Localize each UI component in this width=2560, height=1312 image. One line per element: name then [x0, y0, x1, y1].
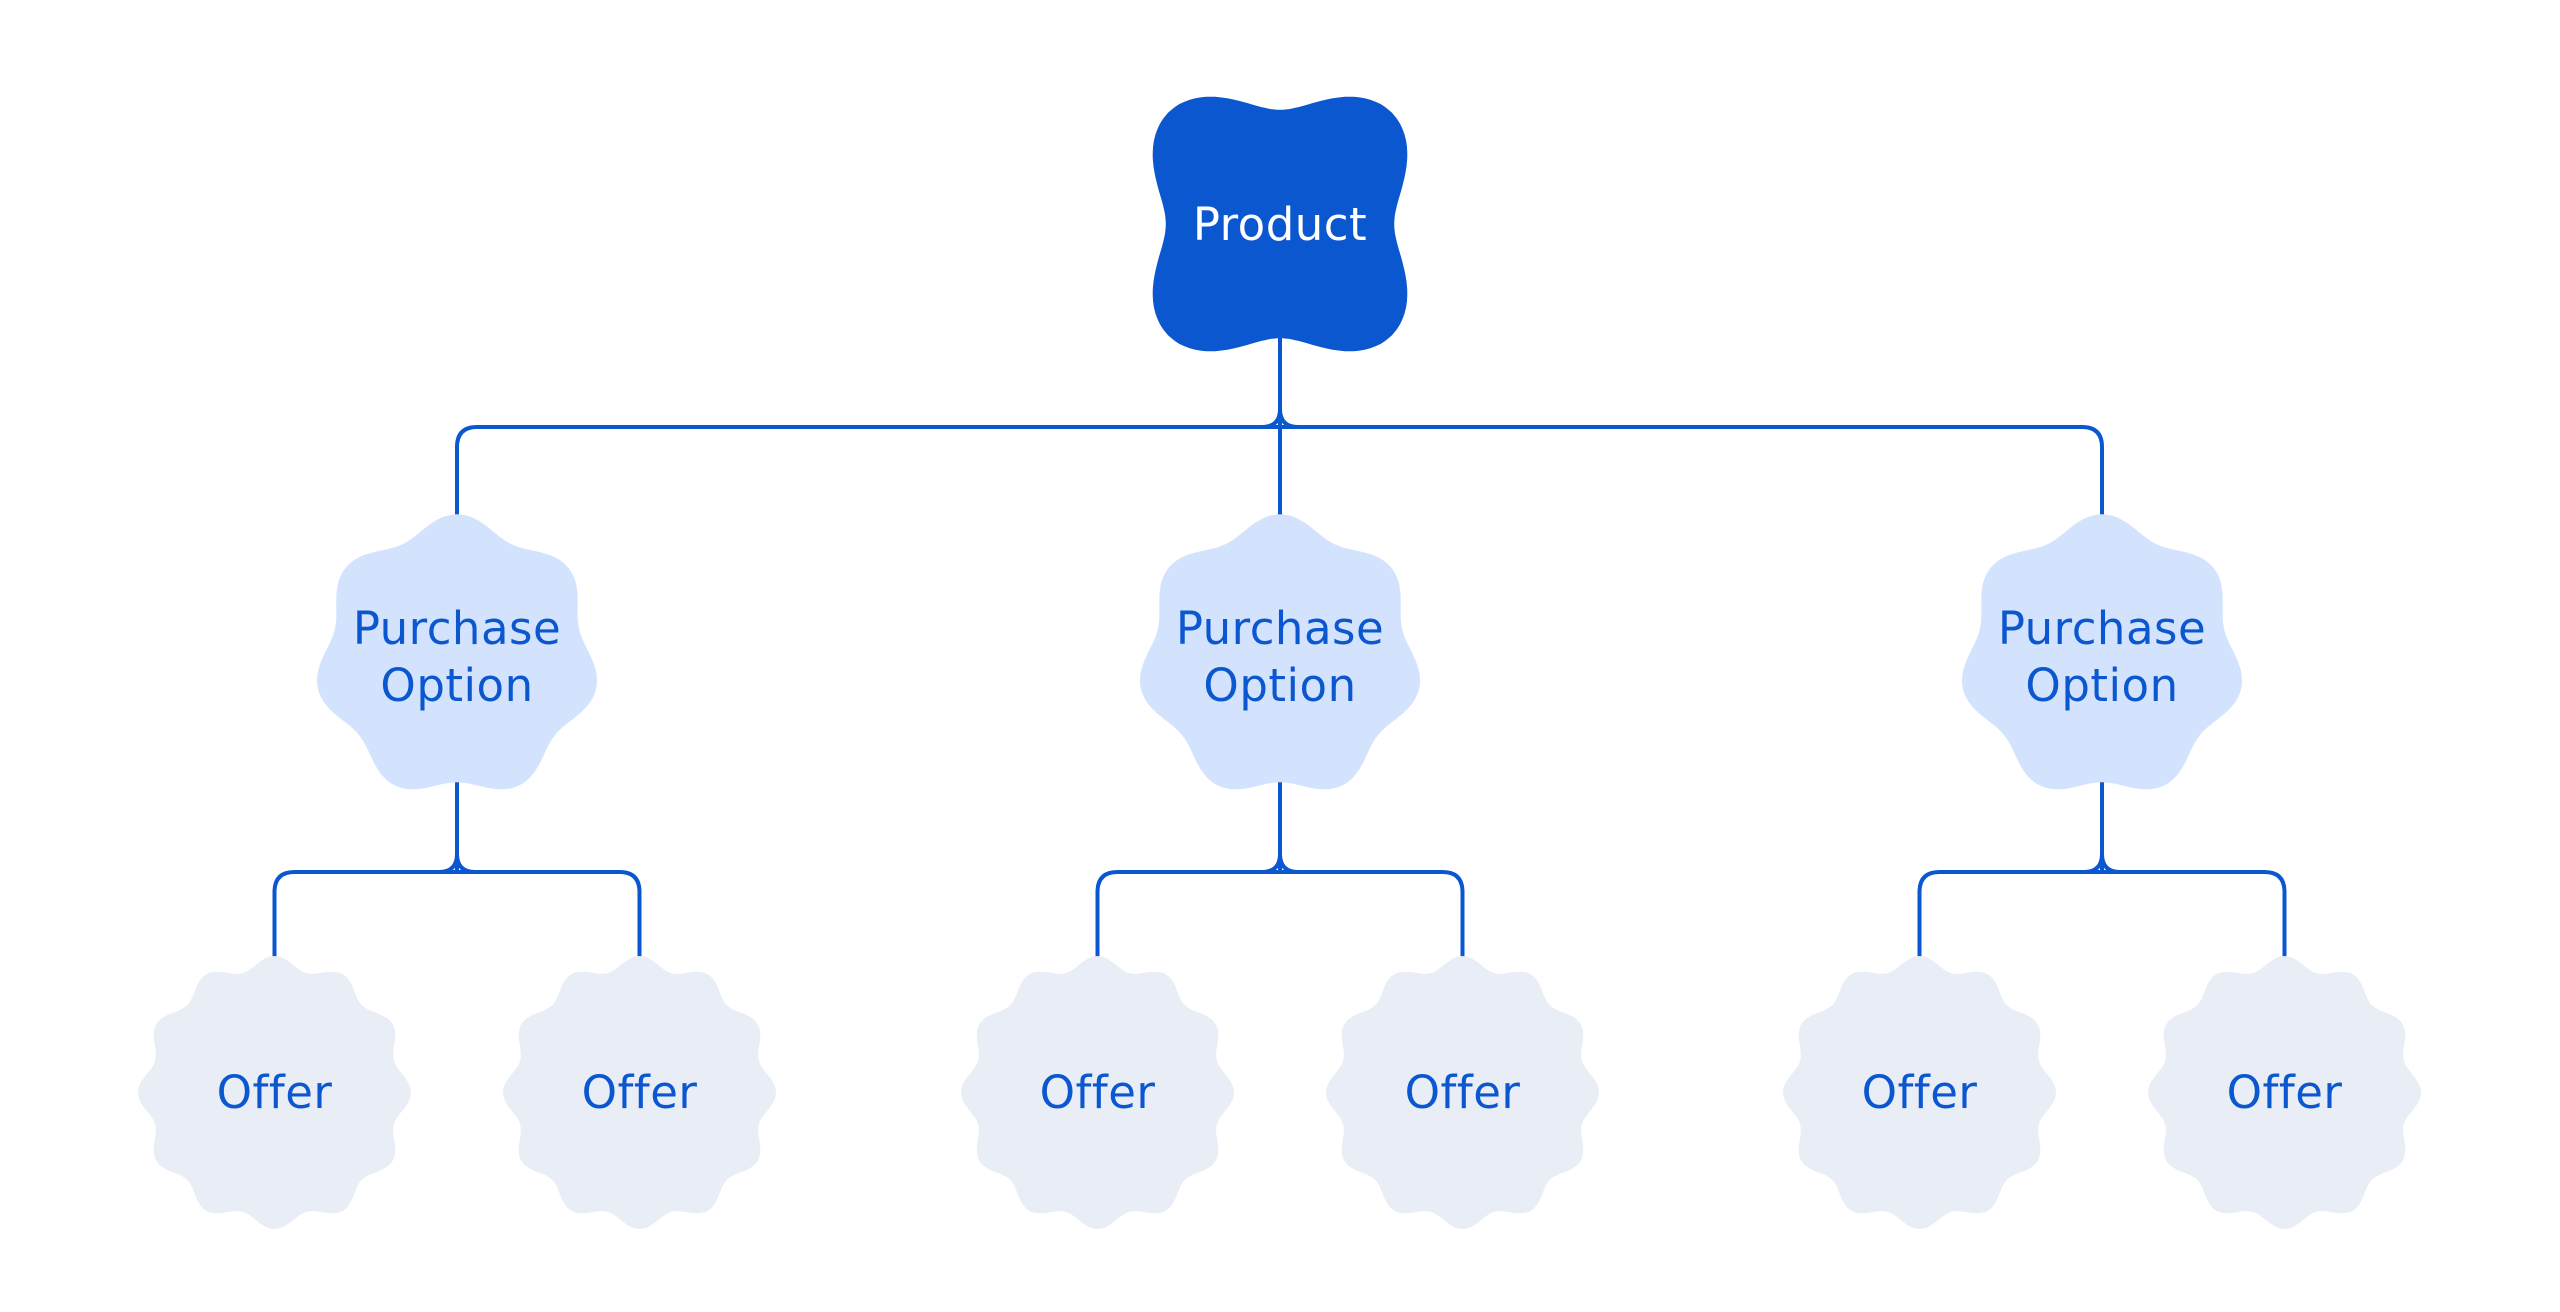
offer-node-shape	[961, 955, 1234, 1229]
purchase-option-node-blob	[1962, 514, 2242, 790]
purchase-option-node: Purchase Option	[1134, 511, 1426, 803]
offer-node: Offer	[958, 953, 1237, 1232]
offer-node-blob	[1783, 955, 2056, 1229]
offer-node-shape	[2148, 955, 2421, 1229]
offer-node-label: Offer	[2226, 1065, 2343, 1119]
connector-path	[1278, 407, 1300, 429]
purchase-option-node-label: Purchase Option	[1997, 602, 2207, 712]
offer-node-blob	[1326, 955, 1599, 1229]
connector-path	[455, 852, 477, 874]
offer-node-blob	[138, 955, 411, 1229]
offer-node: Offer	[1780, 953, 2059, 1232]
purchase-option-node-shape	[1140, 514, 1420, 790]
product-node-blob	[1152, 96, 1408, 352]
connector-path	[272, 870, 642, 980]
product-node-label: Product	[1192, 197, 1368, 251]
product-node-shape	[1152, 96, 1408, 352]
offer-node: Offer	[500, 953, 779, 1232]
offer-node-shape	[138, 955, 411, 1229]
purchase-option-node: Purchase Option	[311, 511, 603, 803]
offer-node-blob	[503, 955, 776, 1229]
purchase-option-node-shape	[317, 514, 597, 790]
offer-node-label: Offer	[1039, 1065, 1156, 1119]
offer-node-label: Offer	[216, 1065, 333, 1119]
connector-path	[1095, 870, 1465, 980]
connector-path	[1278, 852, 1300, 874]
offer-node-label: Offer	[581, 1065, 698, 1119]
connector-path	[1917, 870, 2287, 980]
connector-path	[2100, 852, 2122, 874]
offer-node-label: Offer	[1861, 1065, 1978, 1119]
connector-path	[455, 425, 2104, 542]
offer-node-shape	[503, 955, 776, 1229]
purchase-option-node-blob	[1140, 514, 1420, 790]
offer-node-label: Offer	[1404, 1065, 1521, 1119]
purchase-option-node-label: Purchase Option	[352, 602, 562, 712]
offer-node: Offer	[135, 953, 414, 1232]
purchase-option-node-shape	[1962, 514, 2242, 790]
offer-node-shape	[1783, 955, 2056, 1229]
product-node: Product	[1119, 63, 1441, 385]
purchase-option-node: Purchase Option	[1956, 511, 2248, 803]
offer-node: Offer	[2145, 953, 2424, 1232]
purchase-option-node-blob	[317, 514, 597, 790]
offer-node-blob	[2148, 955, 2421, 1229]
offer-node: Offer	[1323, 953, 1602, 1232]
purchase-option-node-label: Purchase Option	[1175, 602, 1385, 712]
offer-node-blob	[961, 955, 1234, 1229]
offer-node-shape	[1326, 955, 1599, 1229]
